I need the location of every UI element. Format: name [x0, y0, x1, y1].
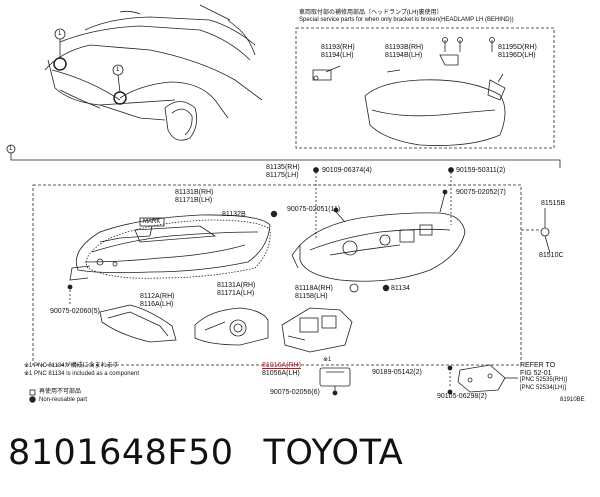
- screw: [447, 365, 453, 371]
- part-label-81193B[interactable]: 81193B(RH)81194B(LH): [385, 44, 424, 59]
- part-label-90189[interactable]: 90189-05142(2): [372, 369, 422, 376]
- part-label-90075-02056[interactable]: 90075-02056(6): [270, 389, 320, 396]
- screw-81510C: [540, 227, 550, 237]
- reflector-part: [99, 304, 177, 343]
- assembly-box: [32, 184, 522, 366]
- diagram-code: 81910BE: [560, 397, 585, 403]
- part-label-81515B[interactable]: 81515B: [541, 200, 566, 207]
- callout-number: 1: [58, 31, 62, 37]
- bracket-part: [312, 69, 332, 81]
- legend-dot: [29, 396, 36, 403]
- bracket-lower-part: [457, 364, 506, 393]
- legend-square-outline: [29, 389, 36, 396]
- housing-part: [194, 307, 269, 346]
- part-label-90105[interactable]: 90105-06298(2): [437, 393, 487, 400]
- screw: [442, 189, 448, 195]
- part-label-81132B[interactable]: 81132B: [222, 211, 246, 218]
- part-label-81134[interactable]: 81134: [391, 285, 410, 292]
- pnc-note-jp: ※1 PNC 81134が構成に含まれます: [24, 363, 119, 369]
- legend-en: Non-reusable part: [39, 397, 88, 403]
- callout-number: 1: [9, 146, 13, 152]
- part-label-81135[interactable]: 81135(RH)81175(LH): [266, 164, 300, 179]
- part-label-81056A[interactable]: 81056A(LH): [262, 370, 300, 377]
- part-label-81195D[interactable]: 81195D(RH)81196D(LH): [498, 44, 537, 59]
- mark-label: MARK: [143, 219, 161, 225]
- part-label-81131A[interactable]: 81131A(RH)81171A(LH): [217, 282, 256, 297]
- part-label-81510C[interactable]: 81510C: [539, 252, 564, 259]
- lamp-unit-part: [281, 307, 353, 353]
- callout-number: 1: [116, 67, 120, 73]
- screw: [333, 207, 339, 213]
- headlamp-location-marker: [53, 57, 67, 71]
- part-label-90109[interactable]: 90109-06374(4): [322, 167, 372, 174]
- part-label-81131B[interactable]: 81131B(RH)81171B(LH): [175, 189, 214, 204]
- part-note-mark: ※1: [323, 357, 332, 363]
- bracket-part: [439, 54, 459, 66]
- part-label-81016A[interactable]: 81016A(RH): [262, 362, 301, 369]
- special-note-en: Special service parts for when only brac…: [299, 17, 514, 23]
- part-label-90075-02060[interactable]: 90075-02060(5): [50, 308, 100, 315]
- special-note-jp: 車両取付部の補修用部品（ヘッドランプ(LH)裏使用）: [299, 10, 443, 16]
- part-label-90075-02052[interactable]: 90075-02052(7): [456, 189, 506, 196]
- bracket-part: [487, 79, 506, 101]
- headlamp-front-view: [69, 214, 271, 281]
- part-label-81118A[interactable]: 81118A(RH)81158(LH): [295, 285, 333, 300]
- brand-name: TOYOTA: [263, 433, 404, 473]
- headlamp-rear-view: [291, 212, 466, 282]
- screw-90159: [448, 167, 454, 173]
- screw: [447, 389, 453, 395]
- car-sketch: [44, 4, 263, 141]
- control-unit-part: [319, 367, 351, 387]
- screw: [67, 284, 73, 290]
- refer-to-fig[interactable]: REFER TO FIG 52-01 [PNC 52535(RH)] [PNC …: [520, 362, 568, 391]
- part-label-90159[interactable]: 90159-50311(2): [456, 167, 506, 174]
- special-parts-box: [295, 27, 555, 149]
- legend-jp: 再使用不可部品: [39, 389, 82, 395]
- pnc-note-en: ※1 PNC 81134 is included as a component: [24, 371, 139, 377]
- screw: [332, 390, 338, 396]
- ring-81134: [349, 283, 359, 293]
- part-label-81193[interactable]: 81193(RH)81194(LH): [321, 44, 355, 59]
- headlamp-rear-outline: [364, 79, 506, 146]
- part-label-90075-02051[interactable]: 90075-02051(11): [287, 206, 341, 213]
- part-title: 8101648F50 TOYOTA: [8, 433, 433, 473]
- screw-90109: [313, 167, 319, 173]
- part-label-8112A[interactable]: 8112A(RH)8116A(LH): [140, 293, 175, 308]
- part-number: 8101648F50: [8, 433, 234, 473]
